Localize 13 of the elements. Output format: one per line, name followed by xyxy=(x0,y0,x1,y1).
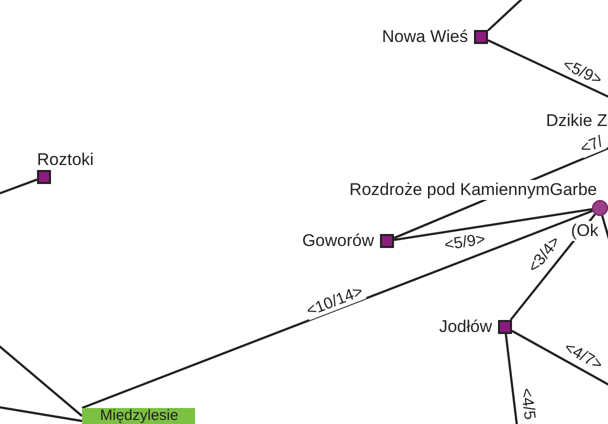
trail-line xyxy=(487,0,524,32)
trail-line xyxy=(394,208,592,241)
trail-line xyxy=(0,406,82,422)
trail-line xyxy=(488,39,608,99)
trail-line xyxy=(511,330,608,387)
trail-line xyxy=(0,344,83,417)
place-name-tag: Międzylesie xyxy=(82,408,195,424)
place-name: Dzikie Z xyxy=(546,111,608,131)
trail-line xyxy=(0,178,38,196)
place-name: Rozdroże pod KamiennymGarbe xyxy=(349,180,597,200)
place-name: (Ok xyxy=(571,221,598,241)
trail-line xyxy=(504,334,518,424)
trail-line xyxy=(82,210,593,410)
